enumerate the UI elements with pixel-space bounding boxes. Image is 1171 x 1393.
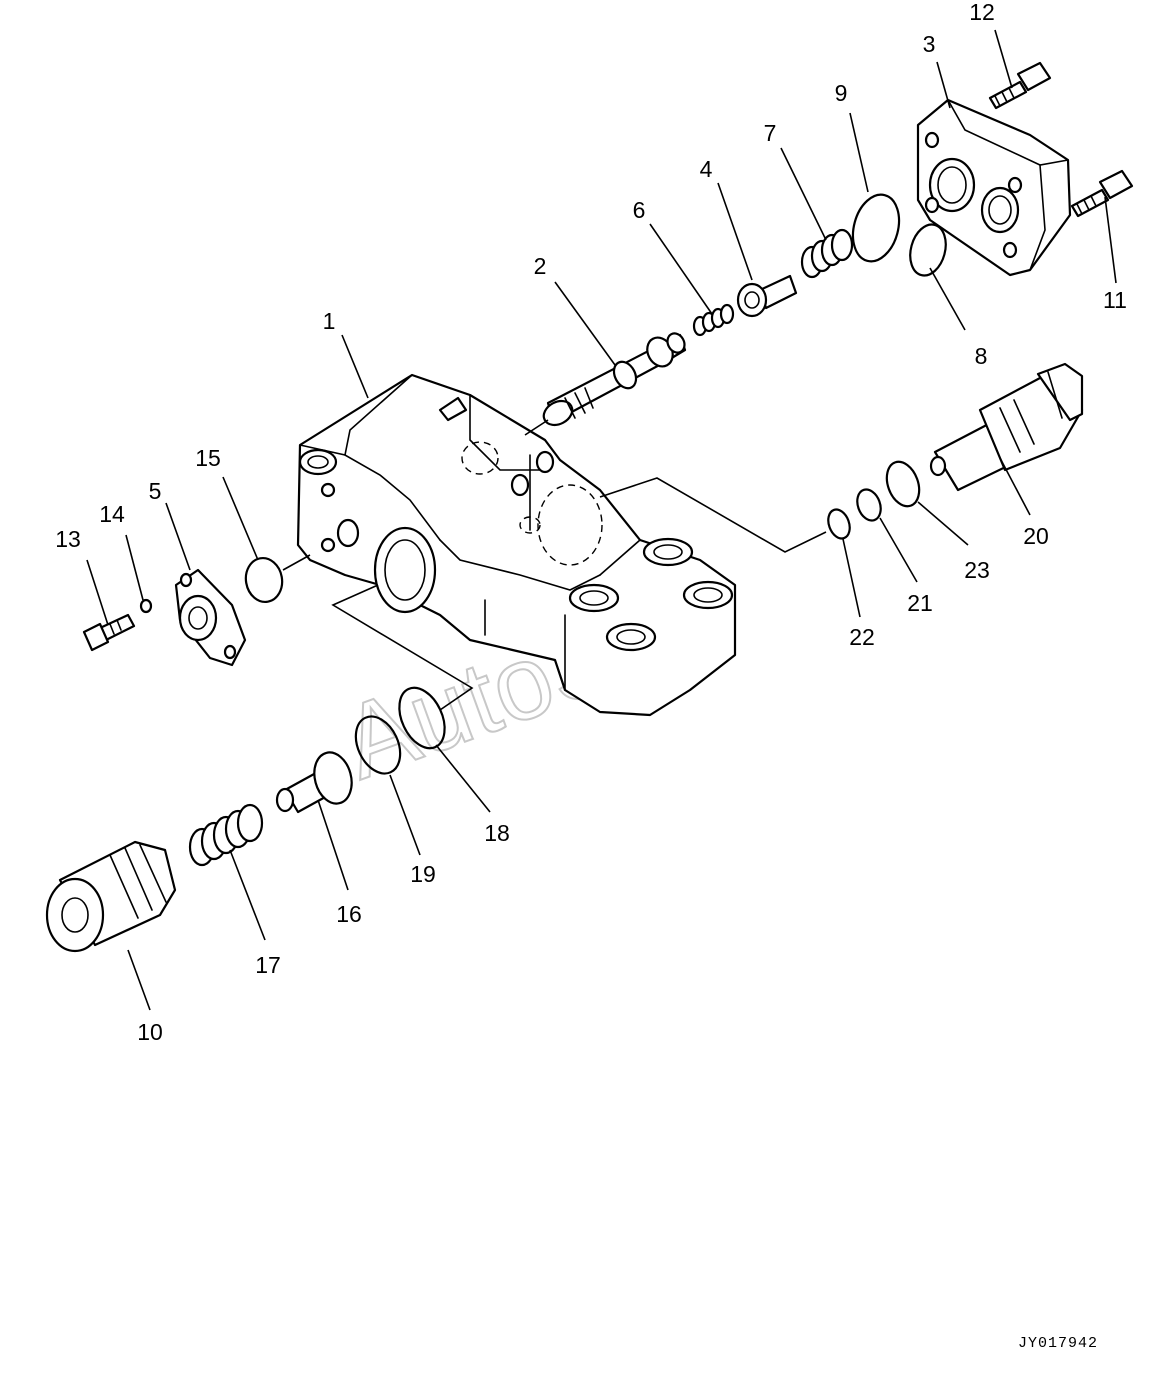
callout-14: 14 (99, 501, 125, 527)
callout-20: 20 (1023, 523, 1049, 549)
assembly-line-lower (331, 584, 474, 711)
part-17-spring (188, 803, 264, 867)
part-8-o-ring (909, 223, 947, 277)
callout-3: 3 (923, 31, 936, 57)
callout-22: 22 (849, 624, 875, 650)
part-3-cover (916, 98, 1072, 277)
callout-5: 5 (149, 478, 162, 504)
part-1-valve-body (296, 373, 737, 717)
callout-8: 8 (975, 343, 988, 369)
part-5-flange (174, 568, 247, 667)
callout-15: 15 (195, 445, 221, 471)
assembly-line-upper (524, 419, 549, 436)
assembly-line-cartridge (599, 477, 827, 553)
part-23-o-ring (885, 460, 921, 508)
callout-1: 1 (323, 308, 336, 334)
callout-19: 19 (410, 861, 436, 887)
part-12-bolt (988, 61, 1052, 110)
drawing-code: JY017942 (1018, 1335, 1099, 1352)
callout-6: 6 (633, 197, 646, 223)
part-21-backup-ring (856, 488, 882, 522)
callout-21: 21 (907, 590, 933, 616)
callout-18: 18 (484, 820, 510, 846)
callout-10: 10 (137, 1019, 163, 1045)
part-11-bolt (1070, 169, 1134, 218)
part-6-small-spring (692, 303, 735, 337)
part-4-retainer (736, 274, 798, 318)
callout-17: 17 (255, 952, 281, 978)
part-20-valve-cartridge (929, 362, 1084, 492)
part-13-bolt (82, 613, 136, 652)
callout-16: 16 (336, 901, 362, 927)
part-15-o-ring (244, 557, 284, 603)
part-2-spool (542, 332, 687, 427)
callout-7: 7 (764, 120, 777, 146)
callout-4: 4 (700, 156, 713, 182)
part-7-spring (800, 228, 854, 279)
callout-2: 2 (534, 253, 547, 279)
part-22-o-ring (827, 508, 851, 540)
callout-11: 11 (1103, 287, 1127, 313)
part-9-o-ring (851, 193, 901, 263)
callout-13: 13 (55, 526, 81, 552)
assembly-line-flange (282, 554, 311, 571)
part-16-piston (275, 751, 353, 814)
leader-lines (86, 29, 1117, 1011)
part-19-o-ring (354, 715, 402, 775)
part-14-washer (139, 598, 153, 614)
part-10-plug (45, 840, 177, 953)
callout-9: 9 (835, 80, 848, 106)
callout-23: 23 (964, 557, 990, 583)
callout-12: 12 (969, 0, 995, 25)
